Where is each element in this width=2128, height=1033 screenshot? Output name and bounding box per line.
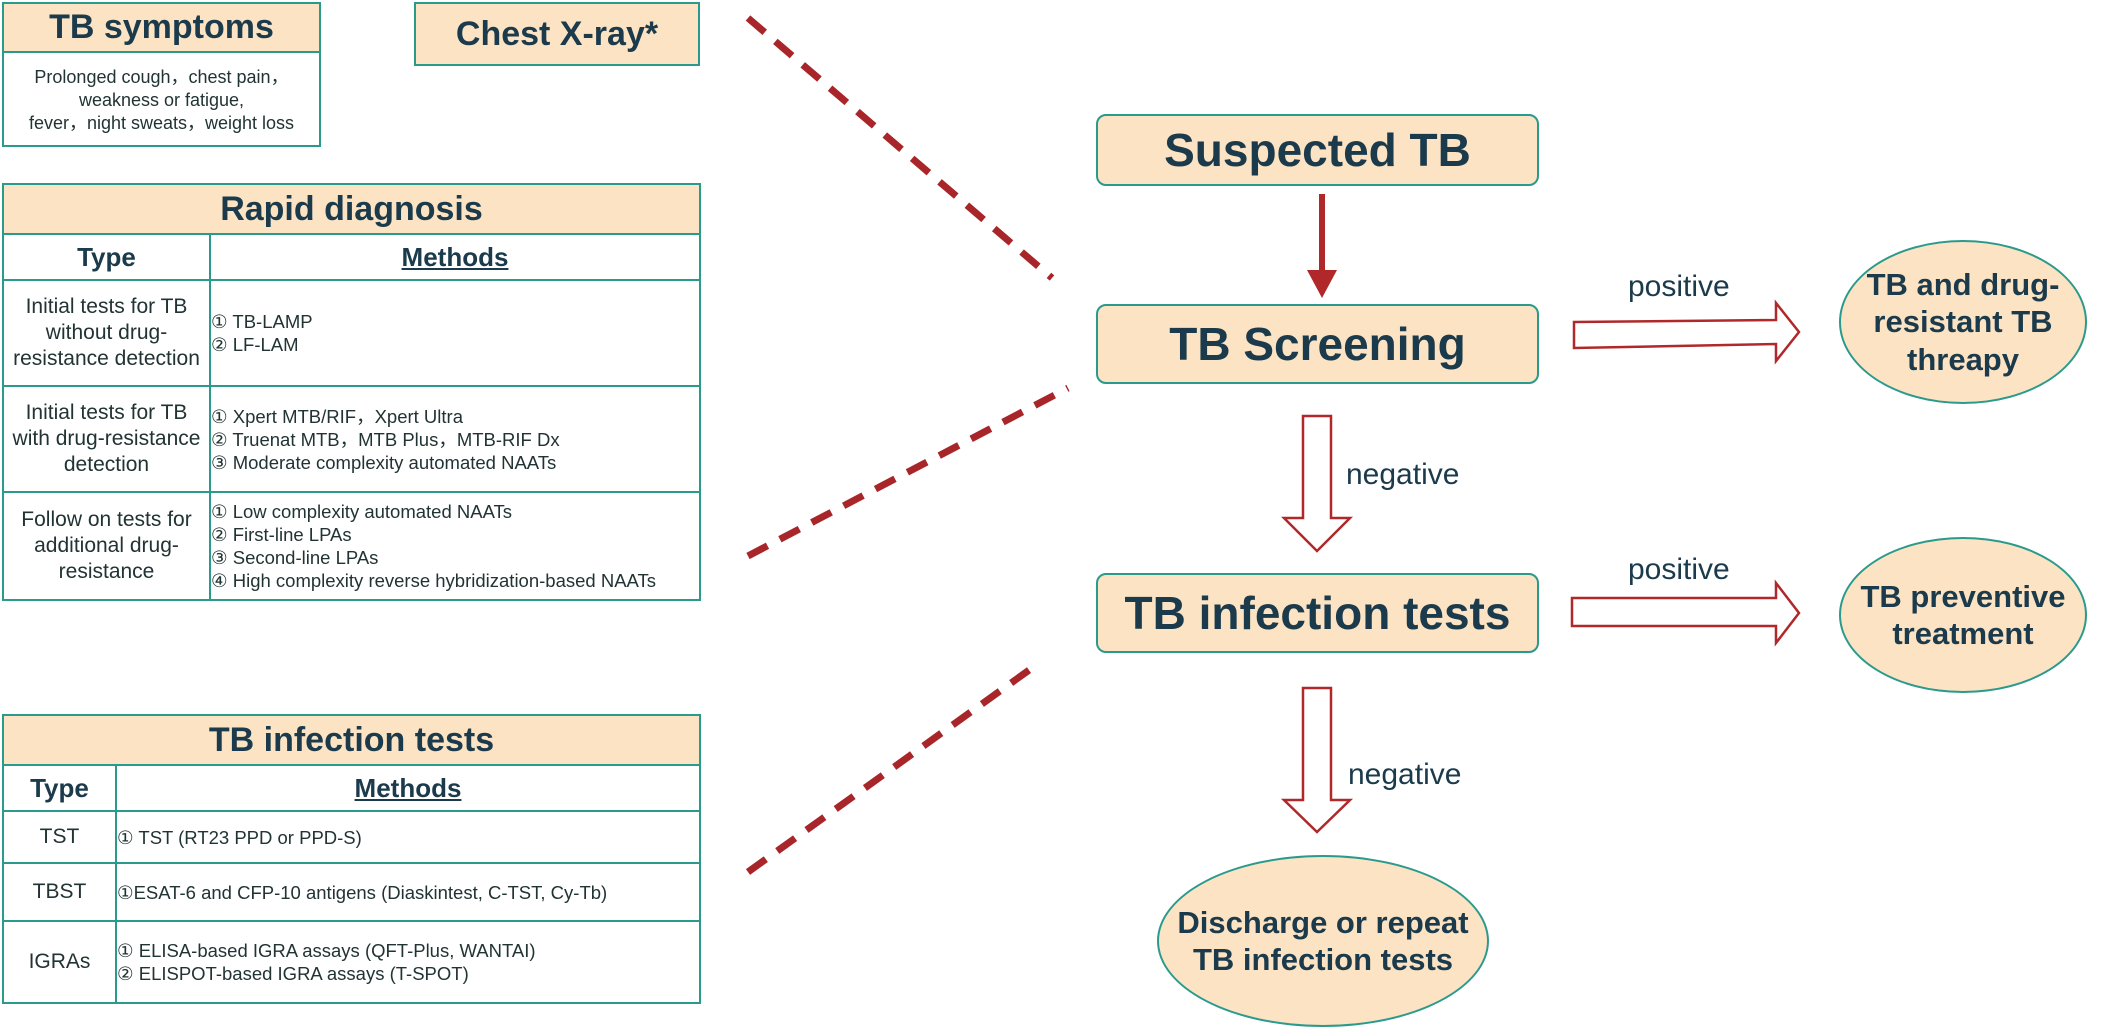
infection-tests-panel: TB infection tests Type Methods TST ① TS… [2,714,701,1004]
table-row: TBST ①ESAT-6 and CFP-10 antigens (Diaski… [2,862,701,922]
symptom-line: fever，night sweats，weight loss [28,112,295,133]
method-item: ① TB-LAMP [211,311,313,332]
method-item: ② Truenat MTB，MTB Plus，MTB-RIF Dx [211,428,560,450]
tb-preventive-treatment-node: TB preventive treatment [1839,537,2087,693]
symptom-line: weakness or fatigue, [78,89,245,110]
edge-label-positive: positive [1628,553,1730,586]
suspected-tb-node: Suspected TB [1096,114,1539,186]
method-item: ①ESAT-6 and CFP-10 antigens (Diaskintest… [117,881,608,903]
infection-tests-title: TB infection tests [2,714,701,764]
method-item: ① Low complexity automated NAATs [211,501,513,522]
symptoms-box: TB symptoms Prolonged cough，chest pain， … [2,2,321,147]
table-header-row: Type Methods [2,233,701,281]
methods-cell: ① Xpert MTB/RIF，Xpert Ultra ② Truenat MT… [209,385,701,493]
type-cell: Initial tests for TB with drug-resistanc… [2,385,211,493]
type-cell: IGRAs [2,920,117,1004]
tb-infection-tests-node: TB infection tests [1096,573,1539,653]
method-item: ① Xpert MTB/RIF，Xpert Ultra [211,405,463,427]
chest-xray-box: Chest X-ray* [414,2,700,66]
methods-cell: ①ESAT-6 and CFP-10 antigens (Diaskintest… [115,862,701,922]
infection-tests-table: Type Methods TST ① TST (RT23 PPD or PPD-… [2,764,701,1004]
method-item: ② ELISPOT-based IGRA assays (T-SPOT) [117,963,469,984]
methods-cell: ① ELISA-based IGRA assays (QFT-Plus, WAN… [115,920,701,1004]
rapid-diagnosis-table: Type Methods Initial tests for TB withou… [2,233,701,601]
table-row: Initial tests for TB without drug-resist… [2,279,701,387]
arrow-negative-to-infection-tests [1280,414,1354,553]
table-header-row: Type Methods [2,764,701,812]
table-row: Initial tests for TB with drug-resistanc… [2,385,701,493]
discharge-line: TB infection tests [1192,942,1454,977]
method-item: ① TST (RT23 PPD or PPD-S) [117,826,362,848]
therapy-line: TB and drug- [1866,267,2060,303]
arrow-positive-to-therapy [1572,299,1801,365]
column-header-type: Type [2,764,117,812]
dashed-link-infection-tests [745,665,1035,875]
arrow-negative-to-discharge [1280,686,1354,834]
symptoms-title: TB symptoms [4,4,319,53]
edge-label-negative: negative [1346,458,1460,491]
preventive-line: treatment [1892,616,2034,651]
dashed-link-rapid-diagnosis [746,384,1070,560]
type-cell: TST [2,810,117,864]
arrow-suspected-to-screening-head [1307,270,1337,298]
rapid-diagnosis-title: Rapid diagnosis [2,183,701,233]
table-row: Follow on tests for additional drug-resi… [2,491,701,601]
column-header-type: Type [2,233,211,281]
therapy-line: resistant TB [1873,304,2053,340]
arrow-positive-to-preventive [1570,579,1801,647]
method-item: ③ Second-line LPAs [211,547,379,568]
type-cell: Follow on tests for additional drug-resi… [2,491,211,601]
discharge-node: Discharge or repeat TB infection tests [1157,855,1489,1027]
methods-cell: ① Low complexity automated NAATs ② First… [209,491,701,601]
tb-screening-node: TB Screening [1096,304,1539,384]
discharge-line: Discharge or repeat [1177,904,1469,940]
symptom-line: Prolonged cough，chest pain， [34,66,289,87]
methods-cell: ① TST (RT23 PPD or PPD-S) [115,810,701,864]
type-cell: Initial tests for TB without drug-resist… [2,279,211,387]
type-cell: TBST [2,862,117,922]
tb-therapy-node: TB and drug- resistant TB threapy [1839,240,2087,404]
column-header-methods: Methods [115,764,701,812]
therapy-line: threapy [1907,341,2019,377]
column-header-methods: Methods [209,233,701,281]
method-item: ② LF-LAM [211,334,299,355]
dashed-link-xray [745,15,1055,281]
methods-cell: ① TB-LAMP ② LF-LAM [209,279,701,387]
method-item: ① ELISA-based IGRA assays (QFT-Plus, WAN… [117,940,536,961]
method-item: ② First-line LPAs [211,524,352,545]
method-item: ③ Moderate complexity automated NAATs [211,451,557,473]
symptoms-list: Prolonged cough，chest pain， weakness or … [4,53,319,147]
edge-label-positive: positive [1628,270,1730,303]
table-row: IGRAs ① ELISA-based IGRA assays (QFT-Plu… [2,920,701,1004]
preventive-line: TB preventive [1860,578,2066,614]
table-row: TST ① TST (RT23 PPD or PPD-S) [2,810,701,864]
edge-label-negative: negative [1348,758,1462,791]
rapid-diagnosis-panel: Rapid diagnosis Type Methods Initial tes… [2,183,701,601]
method-item: ④ High complexity reverse hybridization-… [211,570,657,591]
